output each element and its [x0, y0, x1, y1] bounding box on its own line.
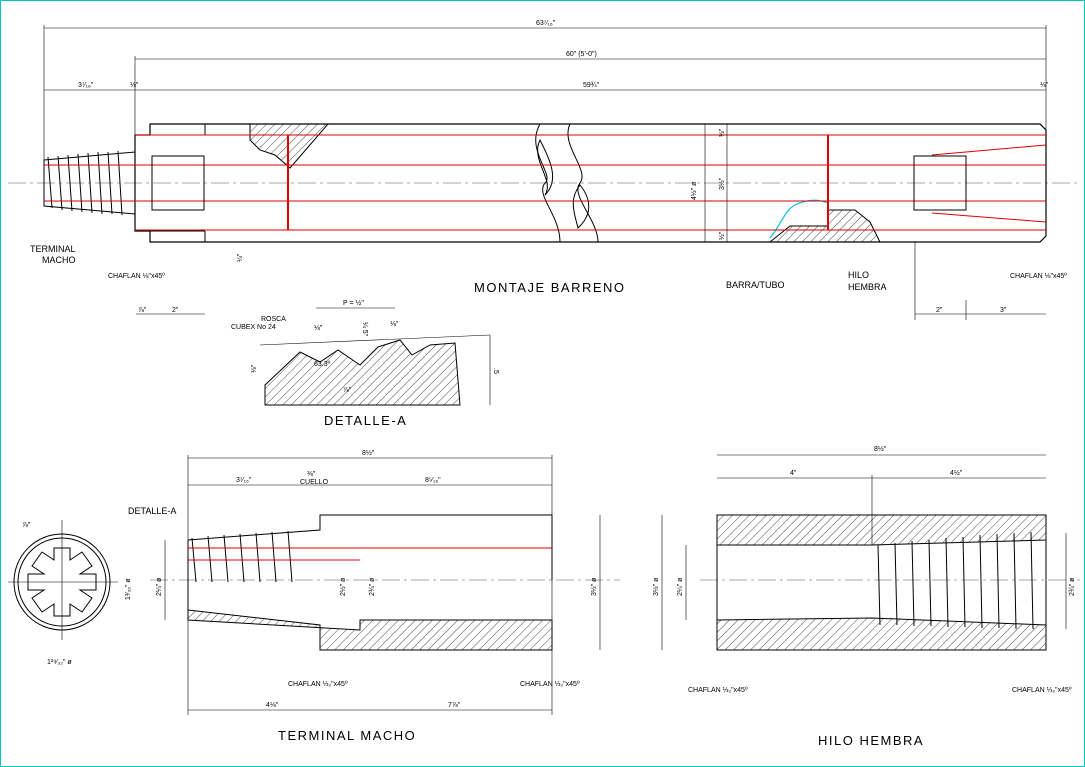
red-taper: [931, 144, 1047, 223]
label-hembra: HEMBRA: [848, 282, 887, 292]
section-hatch-2: [768, 209, 881, 243]
dim-left-small: ⅞": [138, 307, 147, 314]
hembra-bot-hatch: [716, 617, 1047, 651]
dim-dia-outer: 4½" ø: [690, 181, 698, 200]
detail-angle: 63.3º: [314, 361, 331, 368]
label-macho: MACHO: [42, 255, 76, 265]
break-line-left: [535, 123, 561, 243]
label-cuello: CUELLO: [300, 479, 329, 486]
dim-middle: 59¾": [583, 82, 600, 89]
dim-top-wall: ½": [718, 128, 726, 137]
detail-d2: ⅛": [390, 321, 399, 328]
detail-right: .5: [492, 368, 499, 374]
hembra-outline: [716, 514, 1047, 651]
chaflan-hembra-left: CHAFLAN ⅓₂"x45º: [688, 687, 748, 694]
detail-pitch-line: [259, 334, 491, 346]
montaje-barreno-assembly: [8, 25, 1080, 320]
label-barra-tubo: BARRA/TUBO: [726, 280, 785, 290]
hembra-total: 8½": [874, 445, 887, 453]
dim-gap-left: ⅛": [130, 82, 139, 89]
terminal-macho-view: [150, 455, 620, 715]
title-terminal-macho: TERMINAL MACHO: [278, 728, 416, 743]
label-detalle-callout: DETALLE-A: [128, 506, 176, 516]
detail-left: ⅛": [251, 364, 258, 373]
dim-right-3: 3": [1000, 307, 1007, 314]
dim-inner: 3½": [718, 177, 726, 190]
chaflan-macho-right: CHAFLAN ⅓₂"x45º: [520, 681, 580, 688]
terminal-socket: [151, 155, 205, 211]
macho-neck: ⅜": [307, 471, 316, 478]
dim-bottom-wall: ½": [718, 231, 726, 240]
title-montaje: MONTAJE BARRENO: [474, 280, 626, 295]
chaflan-montaje-left: CHAFLAN ⅛"x45º: [108, 273, 165, 280]
detail-d1: ⅛": [314, 325, 323, 332]
dim-body: 60" (5'-0"): [566, 51, 597, 58]
hilo-hembra-view: [661, 454, 1080, 651]
macho-bottom-left: 4⅛": [266, 702, 279, 709]
spline-top: ⅞": [22, 522, 31, 529]
macho-mid-dia: 2½" ø: [339, 577, 347, 596]
hembra-threads: [877, 531, 1034, 630]
macho-body: 8⁵⁄₁₆": [425, 477, 441, 484]
label-cubex: CUBEX No 24: [231, 324, 276, 331]
terminal-threads: [47, 150, 123, 216]
label-terminal: TERMINAL: [30, 244, 76, 254]
label-rosca: ROSCA: [261, 316, 286, 323]
detail-bottom: ⅞": [343, 387, 352, 394]
chaflan-macho-left: CHAFLAN ⅓₂"x45º: [288, 681, 348, 688]
dim-right-2: 2": [936, 307, 943, 314]
hembra-socket: [913, 155, 967, 211]
hembra-right: 4½": [950, 469, 963, 477]
dim-terminal: 3⁷⁄₁₆": [78, 82, 94, 89]
detail-depth: ¼ 5": [361, 322, 368, 337]
break-lens-1: [537, 138, 554, 196]
break-line-right: [567, 123, 599, 243]
hembra-thread-dia: 2¾" ø: [1069, 577, 1076, 596]
montaje-dimensions: [43, 25, 1047, 320]
label-hilo: HILO: [848, 270, 869, 280]
detail-pitch: P = ½": [343, 299, 364, 307]
detalle-a-view: [259, 307, 491, 406]
hembra-in-dia: 2¼" ø: [677, 577, 684, 596]
spline-profile: [27, 547, 97, 617]
tube-outline: [134, 123, 1047, 243]
chaflan-hembra-right: CHAFLAN ⅓₂"x45º: [1012, 687, 1072, 694]
spline-bottom: 1²⁹⁄₃₂" ø: [47, 659, 72, 666]
dim-gap-right: ⅛": [1040, 82, 1049, 89]
title-detalle-a: DETALLE-A: [324, 413, 407, 428]
macho-out-dia: 3½" ø: [590, 577, 598, 596]
spline-side: 1³⁄₃₂" ø: [125, 578, 132, 600]
macho-bottom-right: 7⅞": [448, 702, 461, 709]
break-lens-2: [572, 184, 590, 229]
macho-section-hatch: [187, 609, 553, 651]
macho-left-dia: 2¼" ø: [156, 577, 163, 596]
dim-left-2: 2": [172, 307, 179, 314]
macho-total: 8½": [362, 449, 375, 457]
title-hilo-hembra: HILO HEMBRA: [818, 733, 924, 748]
chaflan-montaje-right: CHAFLAN ⅛"x45º: [1010, 273, 1067, 280]
detail-thread-hatch: [264, 339, 461, 406]
spline-end-view: [8, 520, 118, 640]
macho-in-dia: 2¾" ø: [369, 577, 376, 596]
macho-thread: 3⁷⁄₁₆": [236, 477, 252, 484]
dim-total: 63⁷⁄₁₆": [536, 20, 556, 27]
hembra-left: 4": [790, 470, 797, 477]
dim-quarter: ¼": [237, 253, 244, 262]
hembra-out-dia: 3½" ø: [652, 577, 660, 596]
